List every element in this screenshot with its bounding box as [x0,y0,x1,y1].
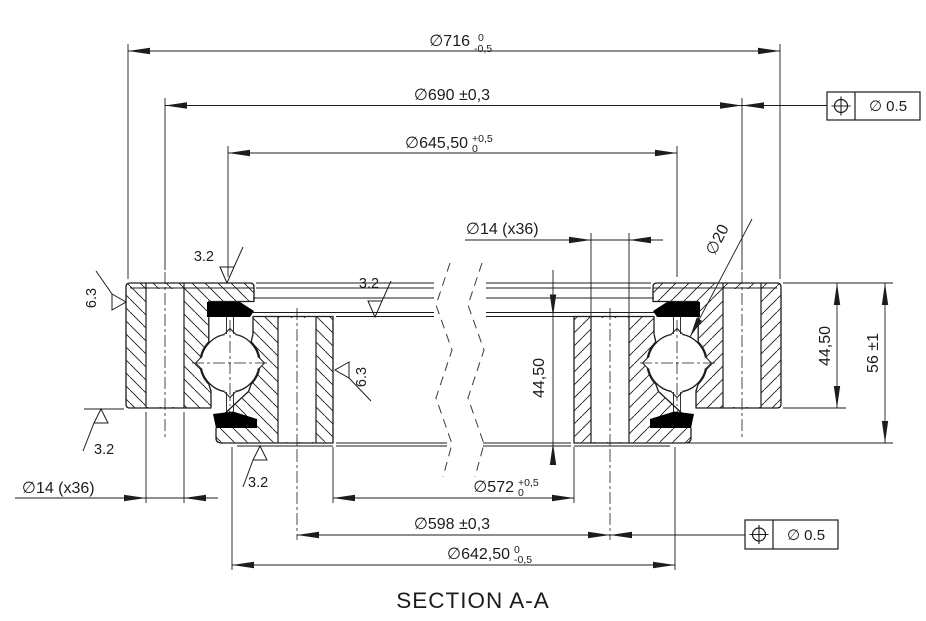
middle-surface-lines [253,282,654,447]
dim-572-tol-lower: 0 [518,487,524,499]
dim-716-tol-lower: -0,5 [474,43,492,55]
tolerance-bottom-value: ∅ 0.5 [787,527,825,544]
dim-56-label: 56 ±1 [865,333,882,373]
dim-716-tol-upper: 0 [478,32,484,44]
break-line-left [435,262,453,478]
dim-4450-mid-label: 44,50 [531,358,548,398]
outer-bolt-hole [146,289,184,407]
upper-seal [207,302,254,317]
roughness-icon-outer-od [95,270,128,311]
position-tolerance-icon [749,525,769,544]
roughness-icon-outer-top [219,246,244,285]
dim-645-tol-upper: +0,5 [472,133,493,145]
break-line-right [467,262,485,478]
roughness-inner-bore: 6.3 [354,367,370,387]
roughness-outer-top: 3.2 [194,249,214,265]
roughness-icon-inner-top [367,280,392,319]
tolerance-frame-bottom: ∅ 0.5 [744,519,839,550]
roughness-outer-od: 6.3 [84,288,100,308]
roughness-icon-outer-bottom [82,407,109,452]
position-tolerance-icon [831,96,851,116]
dim-690-label: ∅690 ±0,3 [414,87,490,104]
bearing-half-right [573,271,782,451]
dim-4450-right-label: 44,50 [817,326,834,366]
dim-14-top-label: ∅14 (x36) [466,221,539,238]
roughness-outer-bottom: 3.2 [94,442,114,458]
dim-572-label: ∅572 [473,479,514,496]
extension-lines [84,44,893,570]
tolerance-frame-top: ∅ 0.5 [826,91,921,121]
bearing-half-left [125,272,334,450]
dim-716-label: ∅716 [429,33,470,50]
roughness-icon-inner-bore [333,361,372,402]
bolt-circle-extensions [296,450,611,540]
roughness-inner-top: 3.2 [359,276,379,292]
dim-14-bottom-label: ∅14 (x36) [22,480,95,497]
lower-seal [213,411,257,428]
dim-572-tol-upper: +0,5 [518,477,539,489]
dim-645-label: ∅645,50 [405,135,468,152]
roughness-inner-bottom: 3.2 [248,475,268,491]
tolerance-top-value: ∅ 0.5 [869,98,907,115]
dim-642-label: ∅642,50 [447,546,510,563]
section-title: SECTION A-A [396,588,550,613]
bolt-hole-centerlines [164,272,298,450]
bolt-hole-edges [145,283,317,443]
ball-centerlines [192,320,268,406]
dim-642-tol-upper: 0 [514,544,520,556]
dimension-lines [15,50,886,566]
dimension-arrowheads [124,47,889,569]
roughness-icon-inner-bottom [242,444,268,488]
seal-lip-lines [226,317,234,412]
chamfer-lines [130,287,333,447]
dim-598-label: ∅598 ±0,3 [414,516,490,533]
dim-645-tol-lower: 0 [472,143,478,155]
dim-642-tol-lower: -0,5 [514,554,532,566]
dim-20-label: ∅20 [703,222,733,258]
